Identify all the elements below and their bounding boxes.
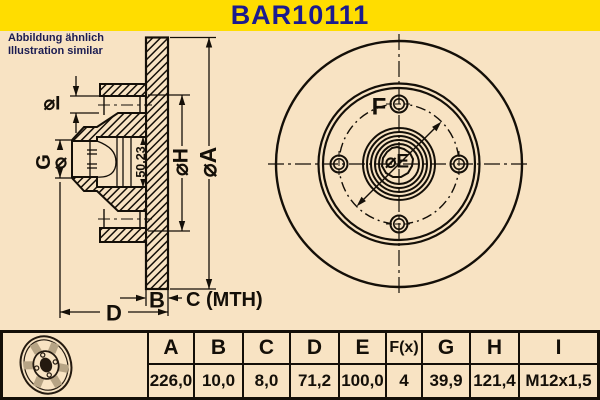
spec-value-f: 4 (385, 365, 421, 397)
spec-value-b: 10,0 (193, 365, 242, 397)
spec-value-g: 39,9 (421, 365, 469, 397)
dim-label-g-symbol: ⌀ (55, 151, 67, 173)
spec-value-i: M12x1,5 (518, 365, 597, 397)
center-bore (380, 145, 415, 178)
dim-label-i: ⌀I (44, 94, 61, 115)
spec-header-c: C (242, 333, 289, 365)
banner: BAR10111 (0, 0, 600, 31)
dim-label-bore: 50,23 (134, 146, 148, 177)
dim-label-g-letter: G (33, 154, 55, 170)
dimension-arrows (56, 37, 213, 316)
note-line-de: Abbildung ähnlich (8, 32, 104, 44)
brake-disc-icon-cell (3, 333, 147, 397)
part-number-title: BAR10111 (230, 0, 370, 30)
spec-table: A B C D E F(x) G H I 226,0 10,0 8,0 71,2… (0, 330, 600, 400)
dim-label-h: ⌀H (170, 148, 193, 176)
illustration-note: Abbildung ähnlich Illustration similar (8, 32, 104, 58)
note-line-en: Illustration similar (8, 45, 103, 57)
spec-header-e: E (338, 333, 385, 365)
dim-label-a: ⌀A (195, 147, 221, 177)
spec-header-h: H (469, 333, 518, 365)
dim-label-b: B (149, 288, 165, 313)
spec-header-i: I (518, 333, 597, 365)
spec-value-a: 226,0 (147, 365, 193, 397)
spec-value-h: 121,4 (469, 365, 518, 397)
front-view: F ⌀E (268, 34, 530, 294)
spec-header-b: B (193, 333, 242, 365)
cross-section-view: ⌀I G ⌀ 50,23 ⌀H ⌀A B C (MTH) D (33, 36, 263, 326)
dim-label-c: C (MTH) (186, 289, 263, 311)
spec-value-d: 71,2 (289, 365, 338, 397)
spec-value-c: 8,0 (242, 365, 289, 397)
brake-disc-icon (19, 335, 73, 395)
dim-label-e: ⌀E (385, 152, 409, 173)
dim-label-f: F (372, 94, 387, 121)
spec-header-g: G (421, 333, 469, 365)
dim-label-d: D (106, 301, 122, 326)
spec-header-d: D (289, 333, 338, 365)
spec-header-f: F(x) (385, 333, 421, 365)
spec-value-e: 100,0 (338, 365, 385, 397)
spec-header-a: A (147, 333, 193, 365)
